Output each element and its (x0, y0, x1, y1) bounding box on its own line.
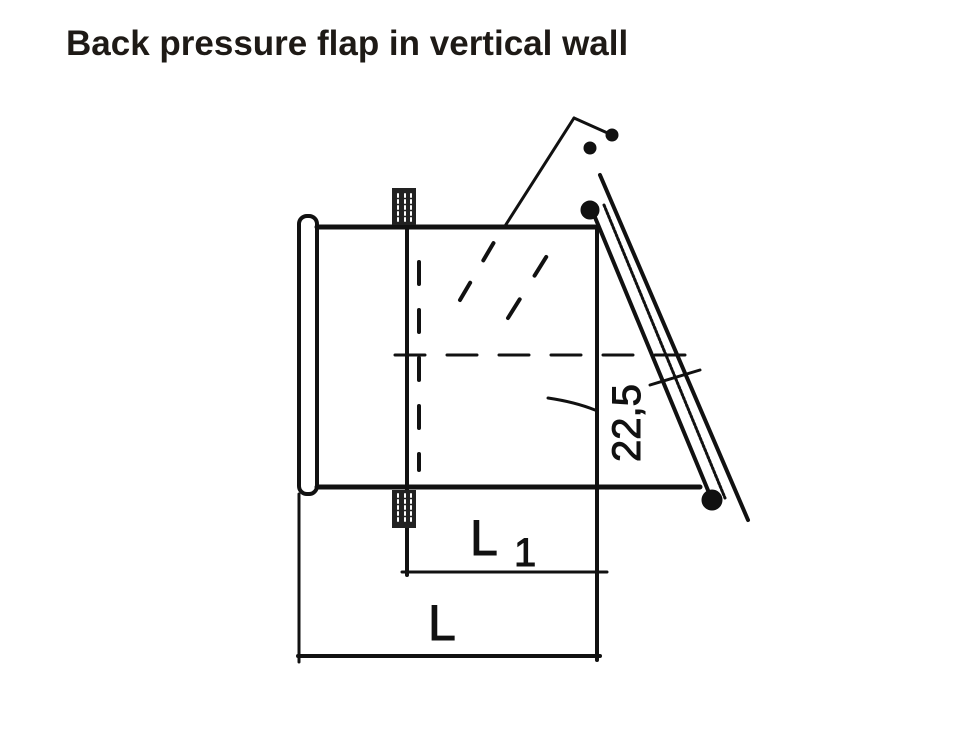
l1-label: L (470, 510, 498, 566)
hidden-diagonal-1 (458, 230, 502, 302)
duct-flange (297, 214, 319, 496)
flap (580, 128, 750, 522)
wall-hatch-bottom (392, 490, 416, 528)
l1-subscript: 1 (514, 531, 536, 575)
hidden-diagonal-2 (506, 233, 562, 320)
diagram-title: Back pressure flap in vertical wall (66, 24, 629, 63)
wall-hatch-top (392, 188, 416, 225)
swing-line-top (572, 116, 614, 137)
l-label: L (428, 595, 456, 651)
angle-tick (648, 368, 702, 387)
angle-arc (546, 396, 597, 412)
angle-label: 22,5 (605, 384, 649, 462)
swing-line (503, 116, 576, 228)
